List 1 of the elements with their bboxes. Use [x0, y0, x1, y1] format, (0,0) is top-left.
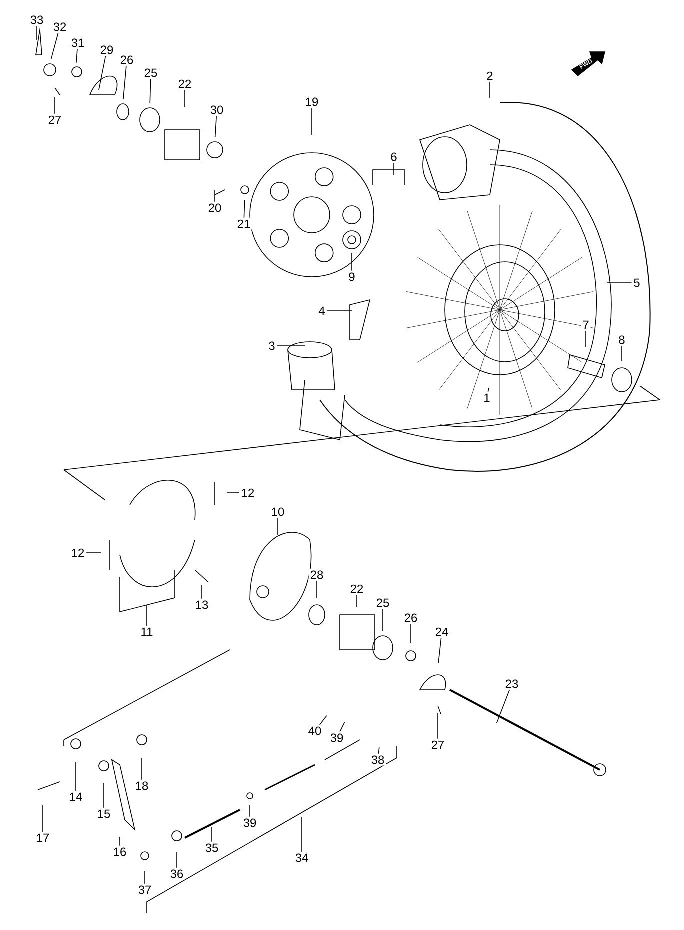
callout-number: 33 [28, 14, 46, 26]
